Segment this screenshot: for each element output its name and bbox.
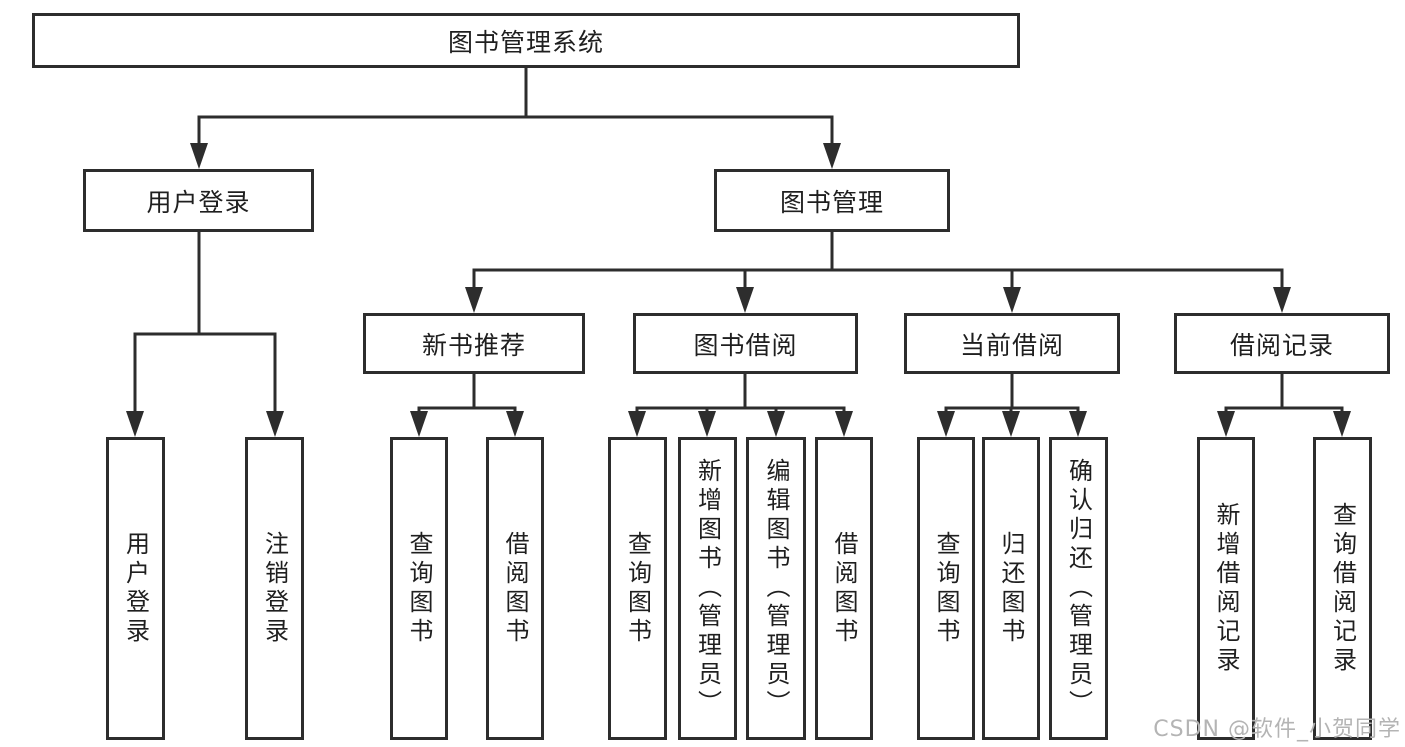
- leaf-borrow-query-books: 查询图书: [608, 437, 667, 740]
- node-user-login-label: 用户登录: [146, 187, 251, 217]
- leaf-current-query-books: 查询图书: [917, 437, 975, 740]
- connector-userlogin-children: [133, 232, 277, 414]
- arrow-down-icon: [1002, 411, 1020, 437]
- leaf-query-borrow-record-label: 查询借阅记录: [1328, 501, 1357, 676]
- node-borrow-records-label: 借阅记录: [1229, 330, 1334, 360]
- leaf-borrow-query-books-label: 查询图书: [623, 530, 652, 647]
- csdn-watermark: CSDN @软件_小贺同学: [1153, 717, 1401, 742]
- arrow-down-icon: [1217, 411, 1235, 437]
- connector-bookmgmt-children: [472, 232, 1284, 290]
- arrow-down-icon: [506, 411, 524, 437]
- leaf-logout-label: 注销登录: [260, 530, 289, 647]
- leaf-logout: 注销登录: [245, 437, 304, 740]
- leaf-edit-books-admin-label: 编辑图书（管理员）: [762, 458, 790, 719]
- arrow-down-icon: [465, 287, 483, 313]
- arrow-down-icon: [1069, 411, 1087, 437]
- connector-records-children: [1224, 374, 1344, 414]
- leaf-query-borrow-record: 查询借阅记录: [1313, 437, 1372, 740]
- node-user-login: 用户登录: [83, 169, 314, 232]
- leaf-newrec-query-books: 查询图书: [390, 437, 448, 740]
- node-root-label: 图书管理系统: [447, 27, 604, 57]
- leaf-borrow-books-label: 借阅图书: [830, 530, 858, 647]
- leaf-newrec-borrow-books-label: 借阅图书: [501, 530, 529, 647]
- arrow-down-icon: [835, 411, 853, 437]
- arrow-down-icon: [1273, 287, 1291, 313]
- arrow-down-icon: [628, 411, 646, 437]
- arrow-down-icon: [736, 287, 754, 313]
- leaf-return-books-label: 归还图书: [997, 530, 1025, 647]
- connector-root-to-level2: [197, 68, 834, 146]
- node-root: 图书管理系统: [32, 13, 1020, 68]
- arrow-down-icon: [937, 411, 955, 437]
- arrow-down-icon: [823, 143, 841, 169]
- arrow-down-icon: [767, 411, 785, 437]
- leaf-add-books-admin: 新增图书（管理员）: [678, 437, 737, 740]
- leaf-confirm-return-admin-label: 确认归还（管理员）: [1064, 458, 1093, 719]
- leaf-borrow-books: 借阅图书: [815, 437, 873, 740]
- connector-newrec-children: [417, 374, 517, 414]
- leaf-edit-books-admin: 编辑图书（管理员）: [746, 437, 806, 740]
- arrow-down-icon: [1333, 411, 1351, 437]
- leaf-user-login: 用户登录: [106, 437, 165, 740]
- arrow-down-icon: [1003, 287, 1021, 313]
- node-book-borrow-label: 图书借阅: [693, 330, 798, 360]
- leaf-add-borrow-record: 新增借阅记录: [1197, 437, 1255, 740]
- leaf-add-books-admin-label: 新增图书（管理员）: [693, 458, 722, 719]
- leaf-confirm-return-admin: 确认归还（管理员）: [1049, 437, 1108, 740]
- leaf-return-books: 归还图书: [982, 437, 1040, 740]
- node-book-management-label: 图书管理: [779, 187, 884, 217]
- node-current-borrow-label: 当前借阅: [959, 330, 1064, 360]
- node-new-book-recommend-label: 新书推荐: [421, 330, 526, 360]
- node-current-borrow: 当前借阅: [904, 313, 1120, 374]
- arrow-down-icon: [126, 411, 144, 437]
- node-borrow-records: 借阅记录: [1174, 313, 1390, 374]
- leaf-add-borrow-record-label: 新增借阅记录: [1212, 501, 1240, 676]
- connector-current-children: [944, 374, 1080, 414]
- node-book-management: 图书管理: [714, 169, 950, 232]
- arrow-down-icon: [410, 411, 428, 437]
- leaf-current-query-books-label: 查询图书: [932, 530, 960, 647]
- arrow-down-icon: [698, 411, 716, 437]
- node-book-borrow: 图书借阅: [633, 313, 858, 374]
- leaf-newrec-query-books-label: 查询图书: [405, 530, 433, 647]
- arrow-down-icon: [266, 411, 284, 437]
- leaf-user-login-label: 用户登录: [121, 530, 150, 647]
- connector-borrow-children: [635, 374, 846, 414]
- leaf-newrec-borrow-books: 借阅图书: [486, 437, 544, 740]
- arrow-down-icon: [190, 143, 208, 169]
- node-new-book-recommend: 新书推荐: [363, 313, 585, 374]
